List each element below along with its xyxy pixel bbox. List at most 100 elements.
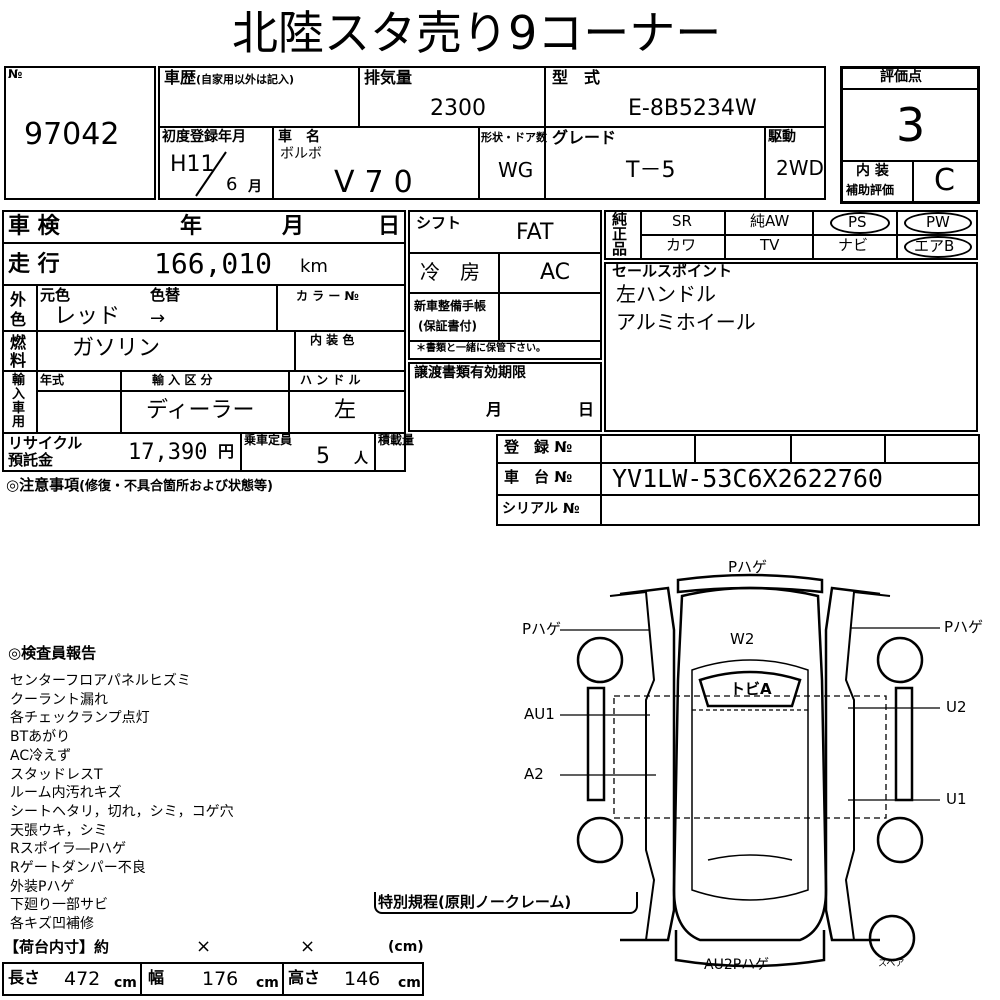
right-side-outline xyxy=(824,586,881,942)
displacement-label: 排気量 xyxy=(364,68,413,87)
report-line: BTあがり xyxy=(10,729,71,746)
transfer-month-label: 月 xyxy=(486,400,503,419)
wheel-rear-left xyxy=(576,816,624,864)
fuel-label: 燃料 xyxy=(10,333,27,370)
height-value: 146 xyxy=(344,968,381,990)
history-label: 車歴(自家用以外は記入) xyxy=(164,68,295,87)
car-name-label: 車 名 xyxy=(278,129,320,145)
month-unit: 月 xyxy=(248,179,262,195)
left-side-bar xyxy=(586,686,606,802)
report-line: Rスポイラ―Pハゲ xyxy=(10,841,127,858)
grade-label: グレード xyxy=(552,128,617,147)
orig-color-label: 元色 xyxy=(40,286,71,304)
transfer-label: 譲渡書類有効期限 xyxy=(414,365,526,381)
import-type-label: 輸 入 区 分 xyxy=(152,373,213,387)
exterior-label: 外色 xyxy=(10,290,27,329)
options-label: 純正品 xyxy=(612,210,628,258)
first-reg-year: H11 xyxy=(170,152,215,177)
front-bumper xyxy=(674,930,826,968)
handle-label: ハ ン ド ル xyxy=(300,373,361,387)
mileage-label: 走 行 xyxy=(8,252,60,277)
option-navi: ナビ xyxy=(838,236,869,254)
special-rule: 特別規程(原則ノークレーム) xyxy=(378,893,572,911)
width-label: 幅 xyxy=(148,968,165,987)
option-pw: PW xyxy=(926,213,950,231)
height-unit: cm xyxy=(398,975,421,991)
mark-a2: A2 xyxy=(524,765,544,783)
shift-value: FAT xyxy=(516,220,554,245)
report-line: ルーム内汚れキズ xyxy=(10,785,122,802)
inspection-label: 車 検 xyxy=(8,214,60,239)
report-line: AC冷えず xyxy=(10,747,72,764)
report-heading: ◎検査員報告 xyxy=(8,644,97,662)
interior-color-label: 内 装 色 xyxy=(310,333,355,347)
recycle-sub-label: 預託金 xyxy=(8,451,54,469)
mark-roof: W2 xyxy=(730,630,755,648)
wheel-front-left xyxy=(576,636,624,684)
capacity-value: 5 xyxy=(316,444,330,469)
rear-bumper xyxy=(676,573,824,594)
spare-wheel xyxy=(868,914,916,962)
color-no-label: カ ラ ー № xyxy=(296,289,359,303)
interior-value: C xyxy=(934,163,955,198)
chassis-value: YV1LW-53C6X2622760 xyxy=(612,464,883,493)
recycle-value: 17,390 xyxy=(128,440,208,465)
mark-top: Pハゲ xyxy=(728,558,768,576)
report-line: スタッドレスT xyxy=(10,766,103,783)
grade-value: T－5 xyxy=(626,158,676,183)
option-tv: TV xyxy=(760,236,780,254)
model-value: E-8B5234W xyxy=(628,96,757,121)
maker-name: ボルボ xyxy=(280,146,322,162)
shape-label: 形状・ドア数 xyxy=(481,131,547,144)
mark-spare: スペア xyxy=(878,959,905,969)
width-value: 176 xyxy=(202,968,239,990)
repaint-label: 色替 xyxy=(150,286,181,304)
report-line: シートヘタリ，切れ，シミ，コゲ穴 xyxy=(10,803,234,820)
repaint-value: → xyxy=(150,308,166,329)
report-line: センターフロアパネルヒズミ xyxy=(10,673,191,689)
sales-point-1: 左ハンドル xyxy=(616,282,716,306)
import-type-value: ディーラー xyxy=(146,398,255,423)
interior-label: 内 装 xyxy=(856,163,889,179)
option-airbag-circle xyxy=(904,236,972,258)
recycle-label: リサイクル xyxy=(8,434,83,452)
height-label: 高さ xyxy=(288,968,321,987)
length-label: 長さ xyxy=(8,968,41,987)
displacement-value: 2300 xyxy=(430,96,486,121)
caution-label: ◎注意事項(修復・不具合箇所および状態等) xyxy=(6,476,273,494)
car-damage-diagram xyxy=(560,573,940,968)
length-value: 472 xyxy=(64,968,101,990)
shift-box xyxy=(408,210,602,360)
manual-sub-label: (保証書付) xyxy=(418,319,477,333)
option-sr: SR xyxy=(672,212,692,230)
ac-value: AC xyxy=(540,260,571,285)
mileage-value: 166,010 xyxy=(154,247,273,280)
fuel-value: ガソリン xyxy=(72,336,161,361)
sales-point-label: セールスポイント xyxy=(612,262,733,280)
load-label: 積載量 xyxy=(378,433,415,447)
chassis-label: 車 台 № xyxy=(504,468,573,486)
option-leather: カワ xyxy=(666,236,697,254)
page-title: 北陸スタ売り9コーナー xyxy=(232,6,722,60)
car-name-value: V70 xyxy=(334,165,423,200)
first-reg-month: 6 xyxy=(226,174,238,195)
date-slash xyxy=(195,151,227,197)
recycle-unit: 円 xyxy=(218,442,235,461)
report-line: 各キズ凹補修 xyxy=(10,916,94,933)
car-roof xyxy=(691,659,809,901)
handle-value: 左 xyxy=(334,398,357,423)
width-unit: cm xyxy=(256,975,279,991)
registration-box xyxy=(2,210,406,472)
capacity-unit: 人 xyxy=(354,451,368,467)
report-line: クーラント漏れ xyxy=(10,691,108,708)
sales-point-box xyxy=(604,262,978,432)
serial-label: シリアル № xyxy=(502,501,580,517)
report-line: 各チェックランプ点灯 xyxy=(10,710,150,727)
mark-u1: U1 xyxy=(946,790,967,808)
option-aw: 純AW xyxy=(750,212,790,230)
lot-number: 97042 xyxy=(24,117,120,152)
model-label: 型 式 xyxy=(552,68,601,87)
mark-left-top: Pハゲ xyxy=(522,620,562,638)
option-pw-circle xyxy=(904,212,972,234)
